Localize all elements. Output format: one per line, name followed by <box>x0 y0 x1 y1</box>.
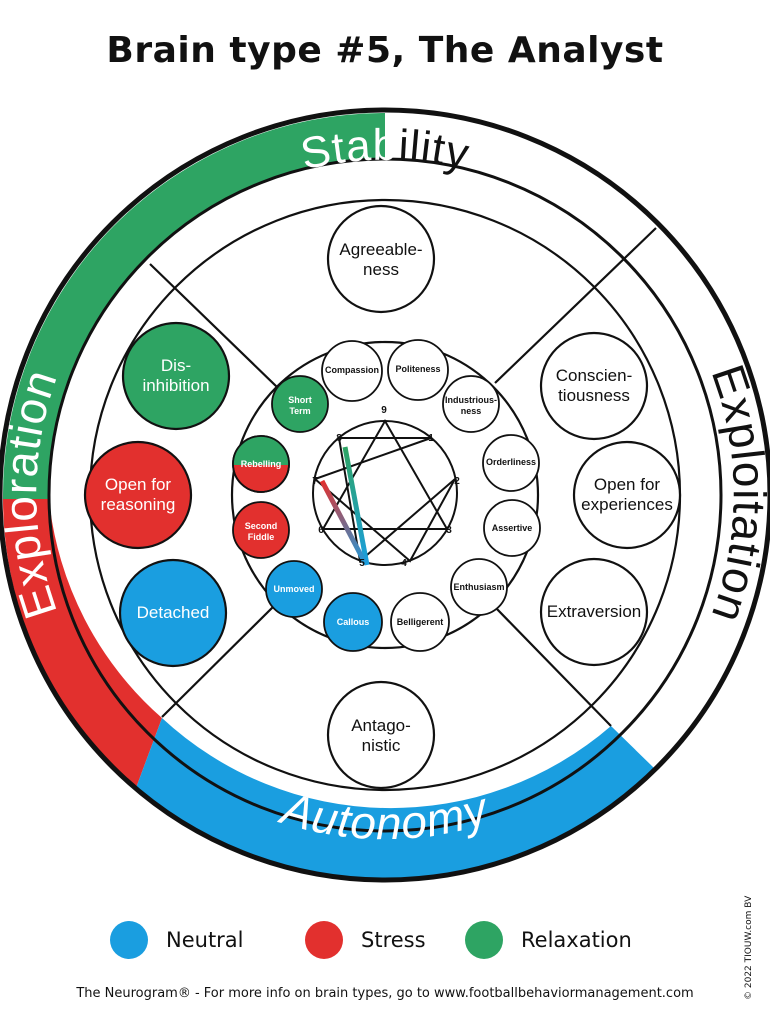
neutral-dot <box>110 921 148 959</box>
short-term-circle <box>271 375 329 433</box>
politeness-label: Politeness <box>395 364 441 374</box>
rebelling-label: Rebelling <box>240 459 282 469</box>
footer-text: The Neurogram® - For more info on brain … <box>76 986 694 1001</box>
conscientiousness-label: Conscien-tiousness <box>555 366 633 406</box>
agreeableness-circle <box>326 204 436 314</box>
callous-label: Callous <box>336 617 370 627</box>
enthusiasm-label: Enthusiasm <box>453 582 505 592</box>
page-title: Brain type #5, The Analyst <box>106 30 664 71</box>
disinhibition-label: Dis-inhibition <box>142 356 210 396</box>
legend-stress: Stress <box>305 920 426 960</box>
detached-circle <box>118 558 228 668</box>
enneagram-point-1: 1 <box>428 433 434 444</box>
enthusiasm-circle <box>450 558 508 616</box>
neutral-arc <box>136 718 654 880</box>
legend-relaxation: Relaxation <box>465 920 632 960</box>
callous-circle <box>323 592 383 652</box>
line-8-5 <box>342 446 370 566</box>
legend-relaxation-label: Relaxation <box>521 928 632 952</box>
assertive-label: Assertive <box>491 523 533 533</box>
big-trait-circles <box>83 204 682 790</box>
unmoved-circle <box>265 560 323 618</box>
open-reasoning-circle <box>83 440 193 550</box>
open-experiences-circle <box>572 440 682 550</box>
relaxation-dot <box>465 921 503 959</box>
legend-stress-label: Stress <box>361 928 426 952</box>
belligerent-label: Belligerent <box>396 617 444 627</box>
enneagram-point-3: 3 <box>446 525 452 536</box>
enneagram-point-6: 6 <box>318 525 324 536</box>
orderliness-label: Orderliness <box>485 457 537 467</box>
rebelling-top-half <box>233 436 289 465</box>
orderliness-circle <box>482 434 540 492</box>
enneagram-point-4: 4 <box>401 558 407 569</box>
belligerent-circle <box>390 592 450 652</box>
compassion-label: Compassion <box>324 365 379 375</box>
unmoved-label: Unmoved <box>273 584 315 594</box>
extraversion-circle <box>539 557 649 667</box>
industriousness-circle <box>442 375 500 433</box>
disinhibition-circle <box>121 321 231 431</box>
extraversion-label: Extraversion <box>546 602 642 621</box>
industriousness-label: Industrious-ness <box>445 395 497 417</box>
detached-label: Detached <box>136 603 210 622</box>
stress-dot <box>305 921 343 959</box>
small-trait-circles <box>232 339 541 652</box>
legend-neutral-label: Neutral <box>166 928 244 952</box>
politeness-circle <box>387 339 449 401</box>
compassion-circle <box>321 340 383 402</box>
antagonistic-circle <box>326 680 436 790</box>
enneagram-point-7: 7 <box>312 476 318 487</box>
enneagram-point-8: 8 <box>336 433 342 444</box>
enneagram <box>312 418 458 566</box>
relaxation-arc <box>2 112 385 499</box>
copyright-text: © 2022 TIOUW.com BV <box>744 895 754 1000</box>
enneagram-point-9: 9 <box>381 405 387 416</box>
enneagram-point-2: 2 <box>454 476 460 487</box>
assertive-circle <box>483 499 541 557</box>
enneagram-point-5: 5 <box>359 558 365 569</box>
conscientiousness-circle <box>539 331 649 441</box>
antagonistic-label: Antago-nistic <box>351 716 411 756</box>
second-fiddle-circle <box>232 501 290 559</box>
agreeableness-label: Agreeable-ness <box>339 240 423 280</box>
legend-neutral: Neutral <box>110 920 244 960</box>
line-7-5 <box>319 479 368 565</box>
